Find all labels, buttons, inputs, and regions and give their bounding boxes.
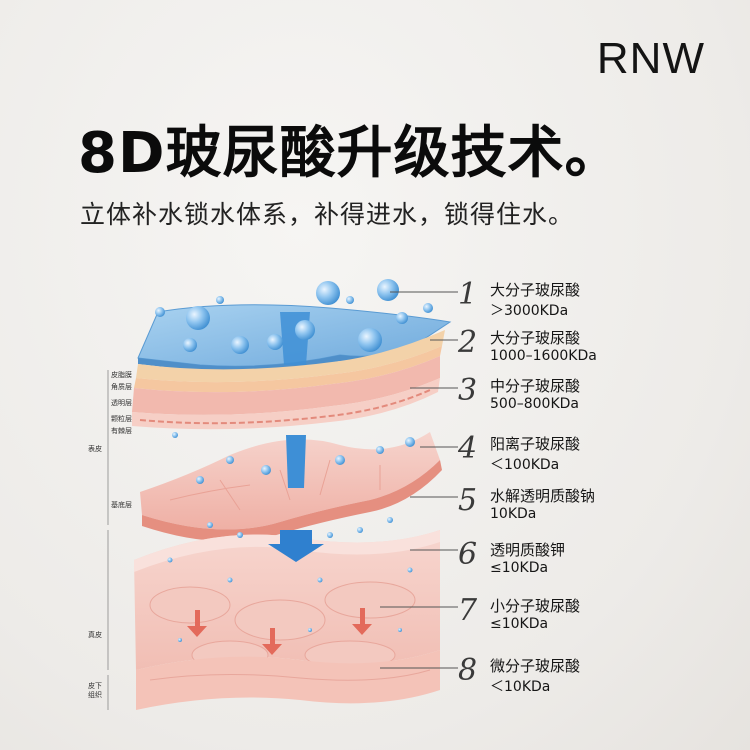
legend-item-6: 6 透明质酸钾 ≤10KDa: [458, 537, 738, 589]
legend-item-3: 3 中分子玻尿酸 500–800KDa: [458, 373, 738, 425]
label-epidermis: 表皮: [88, 445, 102, 453]
label-spinous: 有棘层: [111, 427, 132, 435]
layer-subcutaneous: [136, 650, 440, 710]
brand-logo: RNW: [596, 34, 705, 83]
legend-name: 大分子玻尿酸: [490, 281, 581, 299]
label-sebum: 皮脂膜: [111, 371, 132, 379]
legend-name: 大分子玻尿酸: [490, 329, 581, 347]
legend-weight: 10KDa: [490, 506, 537, 522]
layer-granular: [132, 356, 440, 430]
legend-item-8: 8 微分子玻尿酸 ＜10KDa: [458, 653, 738, 705]
label-basal: 基底层: [111, 501, 132, 509]
page-subtitle: 立体补水锁水体系，补得进水，锁得住水。: [80, 200, 575, 229]
ha-bubbles: [155, 279, 433, 642]
legend-name: 中分子玻尿酸: [490, 377, 581, 395]
label-subcutaneous: 皮下组织: [88, 682, 102, 699]
legend-item-1: 1 大分子玻尿酸 ＞3000KDa: [458, 277, 738, 329]
legend-name: 微分子玻尿酸: [490, 657, 581, 675]
legend-name: 阳离子玻尿酸: [490, 435, 581, 453]
legend-weight: ＜10KDa: [490, 679, 551, 695]
legend-weight: 500–800KDa: [490, 396, 579, 412]
legend-item-7: 7 小分子玻尿酸 ≤10KDa: [458, 593, 738, 645]
legend-item-5: 5 水解透明质酸钠 10KDa: [458, 483, 738, 535]
legend-name: 透明质酸钾: [490, 541, 566, 559]
legend-item-4: 4 阳离子玻尿酸 ＜100KDa: [458, 431, 738, 483]
legend-weight: ≤10KDa: [490, 560, 549, 576]
layer-stratum-corneum: [134, 330, 445, 393]
legend-item-2: 2 大分子玻尿酸 1000–1600KDa: [458, 325, 738, 377]
layer-dermis: [134, 530, 440, 670]
page-title: 8D玻尿酸升级技术。: [78, 121, 622, 186]
legend-name: 水解透明质酸钠: [490, 487, 596, 505]
legend-name: 小分子玻尿酸: [490, 597, 581, 615]
legend-weight: ＜100KDa: [490, 457, 560, 473]
label-corneum: 角质层: [111, 383, 132, 391]
legend-weight: ＞3000KDa: [490, 303, 569, 319]
label-granular: 颗粒层: [111, 415, 132, 423]
leader-lines: [380, 291, 458, 669]
legend-weight: 1000–1600KDa: [490, 348, 597, 364]
label-dermis: 真皮: [88, 631, 102, 639]
label-lucidum: 透明层: [111, 399, 132, 407]
legend-weight: ≤10KDa: [490, 616, 549, 632]
penetration-arrows: [187, 312, 372, 655]
skin-layers-illustration: [107, 279, 458, 710]
